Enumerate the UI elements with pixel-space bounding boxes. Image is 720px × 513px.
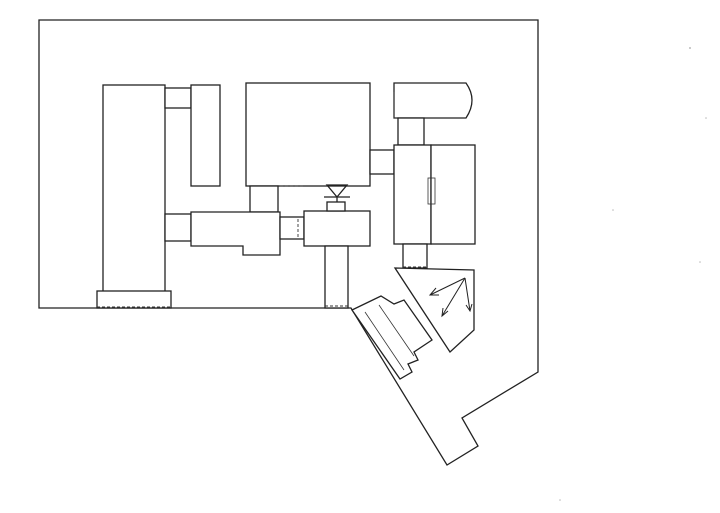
rounded-block-top-right: [393, 82, 473, 119]
connector-middle-left: [164, 213, 192, 242]
connector-right-vertical: [397, 117, 425, 146]
small-block-upper: [190, 84, 221, 187]
connector-right-horizontal: [369, 149, 395, 175]
link-small-top: [326, 201, 346, 212]
large-block-center: [245, 82, 371, 187]
base-strip-left: [96, 290, 172, 309]
block-right-window: [427, 177, 436, 205]
scan-specks: [559, 47, 707, 501]
stepped-block: [351, 295, 433, 380]
stepped-block-line-1: [364, 311, 405, 371]
connector-middle-right: [279, 216, 305, 240]
connector-upper-left: [164, 87, 192, 109]
link-vertical-lower: [324, 245, 349, 309]
valve-symbol: [324, 184, 350, 202]
tall-block-left: [102, 84, 166, 308]
link-below-right: [402, 243, 428, 269]
triangular-hall: [393, 267, 475, 353]
block-right-tall: [393, 144, 432, 245]
block-center-right: [303, 210, 371, 247]
middle-block: [190, 211, 281, 256]
block-right-inner: [430, 144, 476, 245]
link-vertical-center: [249, 185, 279, 213]
direction-arrows: [428, 277, 473, 318]
stepped-block-line-2: [378, 304, 415, 357]
